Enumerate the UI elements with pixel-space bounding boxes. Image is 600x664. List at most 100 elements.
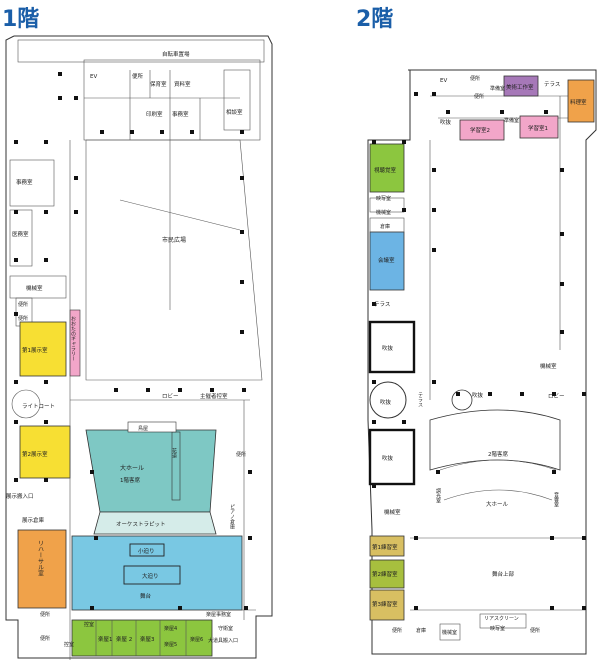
label-exhibit-1: 第1展示室 [22,346,48,354]
floor-1-outline [5,35,273,659]
av-room [369,143,405,193]
label-archive: 資料室 [174,80,191,88]
label-organizer: 主催者控室 [200,392,228,400]
label-2f-terrace-left: テラス [374,301,390,308]
label-restroom-r: 便所 [236,451,246,458]
label-2f-void-4: 吹抜 [472,391,484,399]
label-orchestra-pit: オーケストラピット [116,521,166,528]
label-dressing-4: 楽屋4 [164,625,177,632]
floor-1-plan: 1階 [2,7,273,660]
label-2f-void-3: 吹抜 [382,454,394,462]
label-ev: EV [90,74,97,80]
label-2f-restroom-t1: 便所 [470,75,480,82]
label-2f-study-2: 学習室2 [470,126,490,134]
label-dressing-2: 楽屋 2 [116,635,132,643]
floor-2-outline [367,69,597,655]
study-room-1 [519,115,559,139]
cooking-room [567,79,595,123]
stage-area [71,535,243,611]
floor-1-labels: 自転車置場 EV 便所 保育室 資料室 印刷室 事務室 相談室 事務室 医務室 … [6,50,246,648]
void-2 [369,381,407,419]
label-consult: 相談室 [226,108,243,116]
label-office-top: 事務室 [172,110,189,118]
practice-room-3 [369,589,405,621]
label-green-room: 控室 [64,641,74,648]
label-print: 印刷室 [146,110,163,118]
label-2f-projection-b: 映写室 [490,625,505,632]
medical-room [9,209,33,267]
label-light-court: ライトコート [22,403,55,410]
label-2f-hall: 大ホール [486,500,509,508]
label-2f-machine-t: 機械室 [376,209,391,216]
floor-2-pillars [372,92,586,610]
label-2f-terrace-mid: テラス [417,392,423,407]
label-2f-terrace-top: テラス [544,81,560,88]
label-2f-rear-screen: リアスクリーン [484,616,519,622]
label-gallery: おおたのギャラリー [70,316,76,361]
hanamichi-area [171,431,181,501]
conference-room [369,231,405,291]
label-dressing-3: 楽屋3 [140,635,155,643]
label-piano-storage: ピアノ倉庫 [229,504,235,530]
seats-2f-area [429,409,561,471]
study-room-2 [459,119,505,141]
label-2f-practice-1: 第1練習室 [372,543,398,551]
label-2f-practice-3: 第3練習室 [372,600,398,608]
label-guard: 守衛室 [218,625,233,632]
label-rehearsal: リハーサル室 [37,540,44,576]
label-2f-void-2: 吹抜 [380,398,392,406]
label-restroom-b2: 便所 [40,635,50,642]
label-2f-projection: 映写室 [376,195,391,202]
label-nursery: 保育室 [150,80,167,88]
craft-room [503,75,539,97]
label-stage: 舞台 [140,592,152,600]
label-2f-prep-1: 準備室 [490,85,505,92]
label-hall-seats: 1階客席 [120,476,140,484]
label-restroom-l1: 便所 [18,301,28,308]
void-3 [368,428,416,486]
label-2f-sound: 音響室 [553,491,559,507]
label-2f-void-1: 吹抜 [382,344,394,352]
label-dressing-1: 楽屋1 [98,635,113,643]
rehearsal-room [17,529,67,609]
label-machine: 機械室 [26,284,43,292]
label-exhibit-storage: 展示倉庫 [22,516,45,524]
label-2f-void-top: 吹抜 [440,118,452,126]
label-dressing-6: 楽屋6 [190,636,203,643]
label-2f-prep-2: 準備室 [504,117,519,124]
label-bicycle: 自転車置場 [162,50,190,58]
floor-2-plan: 2階 [356,7,597,655]
floor-1-title: 1階 [2,7,39,32]
bicycle-area [17,39,265,63]
label-2f-cooking: 料理室 [570,98,587,106]
label-hall: 大ホール [120,464,144,472]
label-2f-craft: 美術工作室 [506,83,534,91]
floor-1-pillars [14,72,252,610]
label-restroom-1: 便所 [132,72,144,80]
label-2f-lobby: ロビー [548,392,565,400]
label-2f-restroom-t2: 便所 [474,93,484,100]
label-medical: 医務室 [12,230,29,238]
label-2f-av: 視聴覚室 [374,166,397,174]
void-4 [451,389,473,411]
machine-room [9,275,67,299]
void-1 [368,320,416,374]
floor-2-labels: EV 便所 便所 準備室 美術工作室 テラス 料理室 吹抜 準備室 学習室2 学… [372,75,587,636]
label-kitchen: 控室 [84,621,94,628]
dressing-rooms-block [71,619,213,657]
label-2f-storage-t: 倉庫 [380,223,390,230]
exhibit-room-1 [19,321,67,377]
orchestra-pit-area [93,511,217,535]
label-large-stage: 大迫り [142,572,159,580]
label-2f-lighting: 調光室 [435,487,441,503]
label-balcony: 鳥屋 [138,425,148,432]
label-dressing-office: 楽屋事務室 [206,611,231,618]
label-2f-storage-b: 倉庫 [416,627,426,634]
label-2f-machine-r: 機械室 [540,362,557,370]
label-2f-restroom-b2: 便所 [530,627,540,634]
plaza-outline [85,139,263,381]
label-exhibit-entrance: 展示搬入口 [6,492,34,500]
label-2f-stage-top: 舞台上部 [492,570,515,578]
label-lobby: ロビー [162,392,179,400]
